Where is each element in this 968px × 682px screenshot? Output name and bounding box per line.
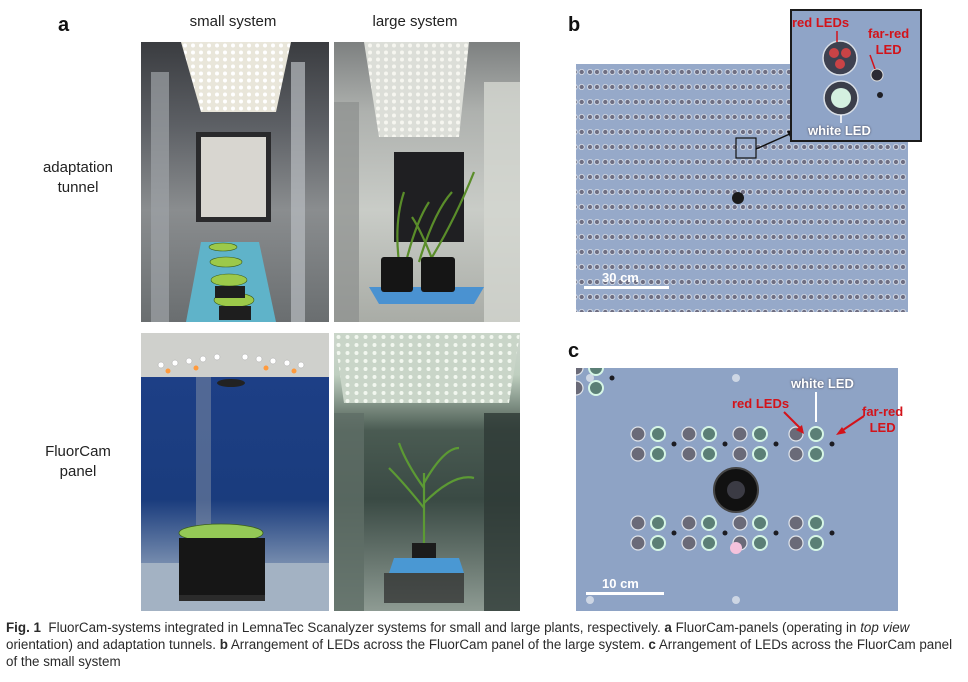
caption-a-italic: top view — [860, 620, 910, 635]
panel-letter-c: c — [568, 340, 580, 362]
label-b-far-red-line2: LED — [875, 42, 902, 57]
arrows-c-labels — [783, 392, 865, 435]
row-label-fluorcam-line1: FluorCam — [45, 443, 111, 460]
label-c-white-led: white LED — [791, 376, 854, 391]
label-c-far-red-line1: far-red — [862, 404, 904, 419]
photo-large-fluorcam-illustration — [334, 333, 520, 611]
photo-small-fluorcam-panel — [141, 333, 329, 611]
photo-small-tunnel-illustration — [151, 42, 305, 322]
caption-text3: orientation) and adaptation tunnels. — [6, 637, 216, 652]
scale-bar-b — [584, 286, 669, 289]
inset-led-illustration — [822, 31, 884, 123]
panel-letter-b: b — [568, 14, 581, 36]
panel-letter-a: a — [58, 14, 70, 36]
row-label-fluorcam-line2: panel — [59, 463, 97, 480]
column-label-small: small system — [189, 13, 277, 30]
led-cluster-group-top — [576, 368, 615, 396]
row-label-adaptation-line2: tunnel — [57, 179, 99, 196]
caption-text4: Arrangement of LEDs across the FluorCam … — [230, 637, 645, 652]
caption-a-label: a — [664, 620, 672, 635]
photo-large-fluorcam-panel — [334, 333, 520, 611]
caption-b-label: b — [219, 637, 228, 652]
label-c-far-red-line2: LED — [869, 420, 896, 435]
caption-text5: Arrangement of LEDs across the FluorCam … — [6, 637, 953, 669]
scale-bar-c — [586, 592, 664, 595]
scale-label-b: 30 cm — [602, 270, 639, 285]
label-b-far-red-line1: far-red — [868, 26, 910, 41]
caption-text2: FluorCam-panels (operating in — [675, 620, 857, 635]
label-b-far-red-led: far-red LED — [868, 26, 909, 58]
figure-caption: Fig. 1 FluorCam-systems integrated in Le… — [6, 619, 961, 670]
photo-small-adaptation-tunnel — [141, 42, 329, 322]
photo-small-panel-led-arrangement — [576, 368, 898, 611]
led-grid-small-panel — [576, 368, 836, 604]
row-label-fluorcam: FluorCam panel — [18, 442, 138, 482]
label-b-white-led: white LED — [808, 123, 871, 138]
caption-fig-label: Fig. 1 — [6, 620, 41, 635]
column-label-large: large system — [372, 13, 458, 30]
label-c-far-red-led: far-red LED — [862, 404, 903, 436]
row-label-adaptation-line1: adaptation — [42, 159, 114, 176]
row-label-adaptation: adaptation tunnel — [18, 158, 138, 198]
caption-c-label: c — [648, 637, 656, 652]
scale-label-c: 10 cm — [602, 576, 639, 591]
label-c-red-leds: red LEDs — [732, 396, 790, 411]
label-b-red-leds: red LEDs — [792, 15, 850, 30]
inset-led-closeup — [790, 9, 922, 142]
caption-text1: FluorCam-systems integrated in LemnaTec … — [48, 620, 661, 635]
photo-small-fluorcam-illustration — [141, 333, 329, 611]
photo-large-tunnel-illustration — [334, 42, 520, 322]
photo-large-adaptation-tunnel — [334, 42, 520, 322]
